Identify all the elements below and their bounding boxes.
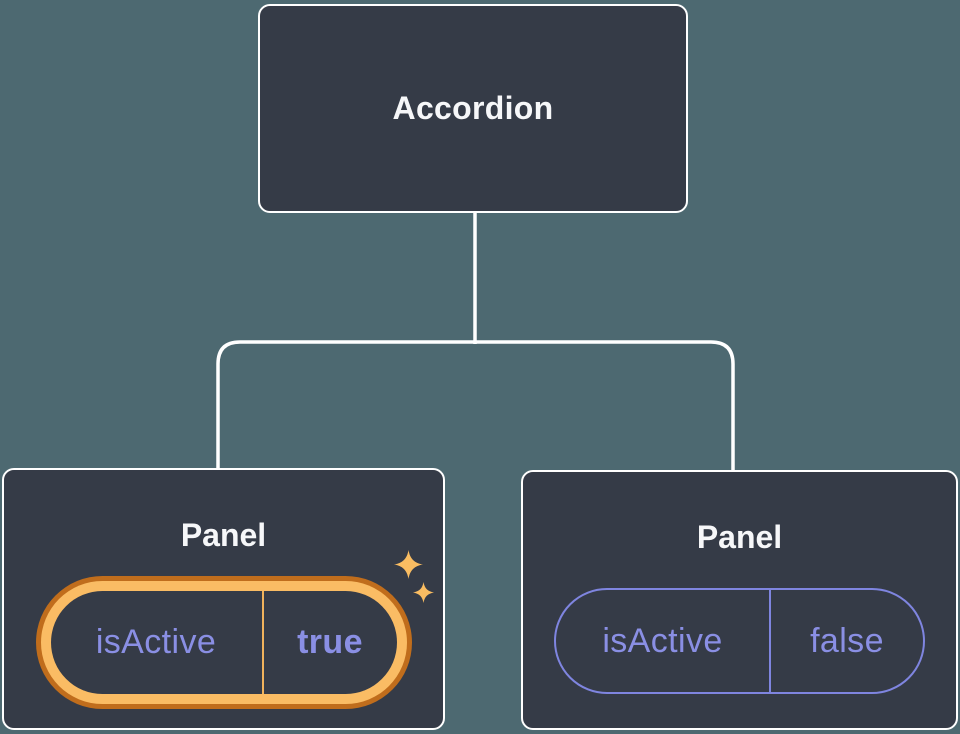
state-pill-highlight-ring: isActive true: [35, 576, 412, 709]
state-pill-active: isActive true: [50, 591, 397, 694]
panel-title: Panel: [180, 517, 267, 553]
accordion-node-title: Accordion: [392, 90, 554, 126]
connector-bracket: [216, 340, 735, 472]
state-pill-inactive: isActive false: [554, 588, 925, 694]
pill-divider: [261, 591, 264, 694]
tree-node-panel-inactive: Panel isActive false: [521, 470, 958, 730]
state-name-label: isActive: [602, 621, 723, 660]
tree-node-panel-active: Panel isActive true: [2, 468, 445, 730]
panel-title: Panel: [696, 519, 783, 555]
state-value-label: false: [810, 621, 884, 660]
sparkles-icon: [394, 550, 434, 603]
pill-divider: [769, 590, 771, 692]
state-name-label: isActive: [95, 623, 217, 661]
state-pill-highlight-band: isActive true: [40, 581, 407, 704]
tree-node-accordion: Accordion: [258, 4, 688, 213]
state-value-label: true: [297, 623, 363, 661]
